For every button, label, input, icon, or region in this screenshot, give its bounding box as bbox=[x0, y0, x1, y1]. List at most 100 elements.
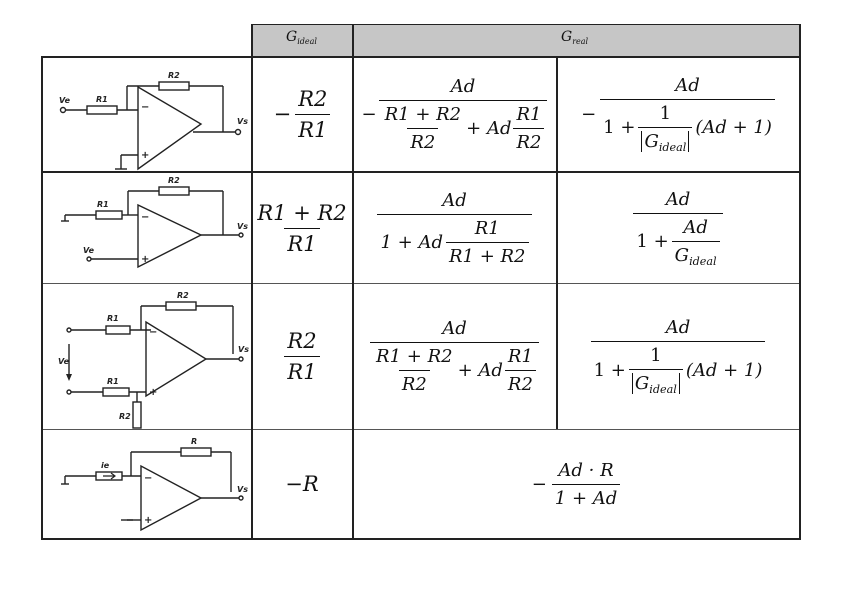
table-border-top bbox=[41, 56, 801, 58]
minus-input: − bbox=[144, 473, 152, 484]
row-divider-2 bbox=[41, 283, 801, 284]
g-ideal-value: −R bbox=[285, 472, 319, 496]
r1-top-label: R1 bbox=[107, 314, 119, 323]
minus-input: − bbox=[141, 102, 149, 113]
tail: (Ad + 1) bbox=[685, 359, 763, 381]
r1-bottom-label: R1 bbox=[107, 377, 119, 386]
den-frac2-den: R2 bbox=[504, 370, 536, 395]
inner-den-sub: ideal bbox=[649, 382, 677, 396]
r1-label: R1 bbox=[96, 95, 108, 104]
den-frac-num: R1 + R2 bbox=[376, 346, 453, 367]
gain-table: Gideal Greal bbox=[41, 24, 801, 540]
differential-amplifier-schematic: R1 R2 Ve R1 R2 Vs − + bbox=[58, 291, 249, 429]
table-border-left bbox=[41, 56, 43, 539]
den-one: 1 + bbox=[636, 231, 669, 253]
ve-label: Ve bbox=[59, 96, 71, 105]
g-ideal-num: R2 bbox=[287, 329, 317, 353]
g-ideal-den: R1 bbox=[284, 227, 320, 256]
header-g-real-label: G bbox=[561, 29, 573, 45]
g-real-num: Ad bbox=[442, 318, 467, 339]
vs-label: Vs bbox=[238, 345, 249, 354]
circuit-non-inverting: R1 R2 Ve Vs − + bbox=[41, 173, 251, 283]
inner-den-sub: ideal bbox=[658, 140, 687, 154]
header-g-real-sub: real bbox=[572, 36, 589, 46]
table-border-bottom bbox=[41, 538, 801, 540]
ve-label: Ve bbox=[83, 246, 95, 255]
g-real-num: Ad · R bbox=[558, 459, 614, 481]
vs-label: Vs bbox=[237, 117, 248, 126]
plus-input: + bbox=[149, 387, 157, 398]
table-border-right bbox=[799, 24, 801, 539]
g-real-b-num: Ad bbox=[665, 188, 691, 210]
r2-label: R2 bbox=[168, 71, 180, 80]
column-divider-2 bbox=[352, 24, 354, 539]
g-ideal-num: R1 + R2 bbox=[257, 200, 347, 225]
inner-num: Ad bbox=[683, 216, 708, 238]
den-one: 1 + bbox=[603, 117, 636, 139]
row-transimpedance-g-ideal: −R bbox=[252, 430, 352, 538]
inner-den: G bbox=[674, 244, 690, 266]
den-one: 1 + Ad bbox=[380, 231, 443, 253]
column-divider-1 bbox=[251, 24, 253, 539]
circuit-inverting: Ve R1 R2 Vs − + bbox=[41, 57, 251, 171]
header-g-ideal-sub: ideal bbox=[297, 36, 317, 46]
g-real-sign: − bbox=[531, 473, 547, 495]
den-frac2-num: R1 bbox=[507, 346, 533, 367]
tail: (Ad + 1) bbox=[695, 117, 772, 139]
g-real-den: 1 + Ad bbox=[551, 483, 621, 509]
g-real-b-sign: − bbox=[581, 103, 597, 125]
inverting-amplifier-schematic: Ve R1 R2 Vs − + bbox=[59, 71, 248, 171]
den-frac2-den: R2 bbox=[513, 127, 545, 153]
g-real-b-num: Ad bbox=[675, 74, 700, 96]
g-ideal-sign: − bbox=[273, 102, 292, 126]
r2-label: R2 bbox=[168, 176, 180, 185]
inner-den: G bbox=[634, 373, 650, 395]
g-real-num: Ad bbox=[442, 189, 467, 211]
inner-den: G bbox=[644, 130, 659, 152]
header-g-ideal: Gideal bbox=[251, 24, 354, 57]
plus-input: + bbox=[141, 254, 149, 265]
den-frac-den: R2 bbox=[398, 370, 430, 395]
non-inverting-amplifier-schematic: R1 R2 Ve Vs − + bbox=[61, 176, 248, 269]
circuit-transimpedance: ie R Vs − + bbox=[41, 430, 251, 538]
g-ideal-den: R1 bbox=[284, 356, 320, 384]
ie-arrow-icon bbox=[103, 472, 116, 480]
g-real-sign: − bbox=[361, 103, 377, 125]
vs-label: Vs bbox=[237, 485, 248, 494]
r1-label: R1 bbox=[97, 200, 109, 209]
column-divider-3 bbox=[556, 56, 558, 429]
den-plus-ad: + Ad bbox=[457, 360, 503, 381]
den-frac2-num: R1 bbox=[516, 103, 542, 125]
row-divider-3 bbox=[41, 429, 801, 430]
g-real-num: Ad bbox=[450, 75, 476, 97]
inner-num: 1 bbox=[659, 102, 672, 124]
r-label: R bbox=[191, 437, 197, 446]
inner-den-sub: ideal bbox=[689, 254, 717, 268]
minus-input: − bbox=[141, 212, 149, 223]
ve-arrow-icon bbox=[66, 374, 72, 381]
den-frac-den: R2 bbox=[407, 127, 439, 153]
den-plus-ad: + Ad bbox=[466, 117, 512, 139]
vs-label: Vs bbox=[237, 222, 248, 231]
r2-top-label: R2 bbox=[177, 291, 189, 300]
frac-den: R1 + R2 bbox=[445, 241, 529, 267]
plus-input: + bbox=[144, 515, 152, 526]
header-g-real: Greal bbox=[352, 24, 801, 57]
den-one: 1 + bbox=[593, 359, 626, 381]
ie-label: ie bbox=[101, 461, 110, 470]
g-real-b-num: Ad bbox=[665, 317, 691, 339]
inner-num: 1 bbox=[650, 345, 662, 367]
g-ideal-den: R1 bbox=[295, 113, 331, 142]
ve-label: Ve bbox=[58, 357, 70, 366]
row-divider-1 bbox=[41, 171, 801, 173]
frac-num: R1 bbox=[474, 217, 500, 239]
den-frac-num: R1 + R2 bbox=[384, 103, 462, 125]
